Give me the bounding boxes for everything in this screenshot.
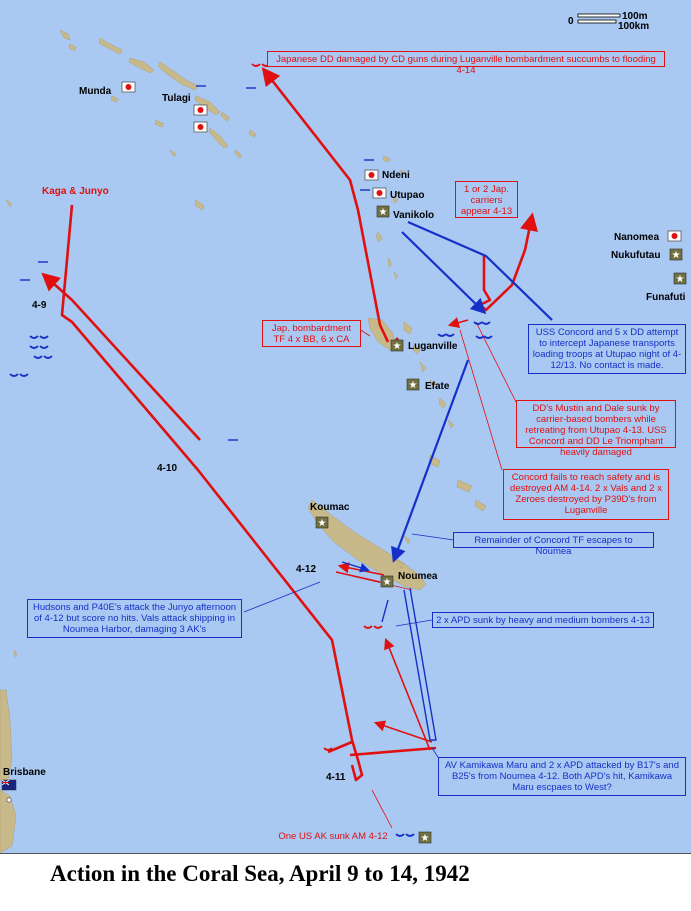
note-concord-destroyed: Concord fails to reach safety and is des… <box>503 469 669 520</box>
track-label-4-12: 4-12 <box>296 564 316 575</box>
svg-text:★: ★ <box>676 274 685 285</box>
track-label-4-11: 4-11 <box>326 772 346 783</box>
concord-track-retreat <box>401 231 487 315</box>
allied-tracks <box>391 220 553 563</box>
japanese-tracks <box>41 67 538 782</box>
place-nanomea: Nanomea <box>614 232 659 243</box>
track-label-4-9: 4-9 <box>32 300 47 311</box>
scale-bar: 0 100m 100km <box>568 11 649 32</box>
place-ndeni: Ndeni <box>382 170 410 181</box>
place-noumea: Noumea <box>398 571 438 582</box>
japan-flag-icon <box>193 104 208 116</box>
place-vanikolo: Vanikolo <box>393 210 434 221</box>
note-japanese-bombardment: Jap. bombardment TF 4 x BB, 6 x CA <box>262 320 361 347</box>
japan-flag-icon <box>372 187 387 199</box>
allied-star-icon: ★ <box>673 272 687 285</box>
japan-flag-icon <box>364 169 379 181</box>
scale-zero: 0 <box>568 16 574 27</box>
return-track <box>349 746 437 757</box>
svg-text:★: ★ <box>379 207 388 218</box>
place-luganville: Luganville <box>408 341 458 352</box>
land-masses <box>0 29 487 854</box>
japan-flag-icon <box>121 81 136 93</box>
note-us-ak-sunk: One US AK sunk AM 4-12 <box>278 831 388 842</box>
scale-label-mi: 100m <box>622 11 648 22</box>
kaga-junyo-track-north <box>71 299 201 441</box>
title-bar: Action in the Coral Sea, April 9 to 14, … <box>0 853 691 911</box>
place-brisbane: Brisbane <box>3 767 46 778</box>
note-apd-sunk: 2 x APD sunk by heavy and medium bombers… <box>432 612 654 628</box>
svg-text:★: ★ <box>393 341 402 352</box>
map-title: Action in the Coral Sea, April 9 to 14, … <box>50 861 470 886</box>
allied-star-icon: ★ <box>418 831 432 844</box>
svg-text:★: ★ <box>318 518 327 529</box>
kaga-junyo-return <box>327 740 353 754</box>
allied-star-icon: ★ <box>380 575 394 588</box>
note-concord-remainder: Remainder of Concord TF escapes to Noume… <box>453 532 654 557</box>
svg-text:★: ★ <box>421 833 430 844</box>
place-tulagi: Tulagi <box>162 93 191 104</box>
allied-star-icon: ★ <box>406 378 420 391</box>
note-mustin-dale-sunk: DD's Mustin and Dale sunk by carrier-bas… <box>516 400 676 458</box>
note-hudsons-p40e-attack: Hudsons and P40E's attack the Junyo afte… <box>27 599 242 638</box>
brisbane-dot-icon <box>6 797 12 803</box>
note-concord-intercept-attempt: USS Concord and 5 x DD attempt to interc… <box>528 324 686 374</box>
note-kamikawa-maru: AV Kamikawa Maru and 2 x APD attacked by… <box>438 757 686 796</box>
kaga-junyo-track-branch <box>41 272 73 301</box>
japan-flag-icon <box>193 121 208 133</box>
note-carriers-appear: 1 or 2 Jap. carriers appear 4-13 <box>455 181 518 218</box>
place-utupao: Utupao <box>390 190 424 201</box>
place-funafuti: Funafuti <box>646 292 686 303</box>
svg-text:★: ★ <box>383 577 392 588</box>
kaga-junyo-track <box>60 204 364 782</box>
japan-flag-icon <box>667 230 682 242</box>
concord-track-in <box>407 220 553 321</box>
allied-star-icon: ★ <box>315 516 329 529</box>
bombardment-track <box>261 67 390 343</box>
place-efate: Efate <box>425 381 450 392</box>
allied-thin-tracks <box>341 561 437 741</box>
place-koumac: Koumac <box>310 502 350 513</box>
note-japanese-dd-flooding: Japanese DD damaged by CD guns during Lu… <box>267 51 665 76</box>
small-unit-dashes <box>20 85 374 441</box>
australia-flag-icon <box>1 779 17 791</box>
svg-text:★: ★ <box>672 250 681 261</box>
track-label-kaga-junyo: Kaga & Junyo <box>42 186 109 197</box>
allied-star-icon: ★ <box>376 205 390 218</box>
allied-star-icon: ★ <box>390 339 404 352</box>
allied-unit-markers <box>9 321 493 837</box>
track-label-4-10: 4-10 <box>157 463 177 474</box>
allied-star-icon: ★ <box>669 248 683 261</box>
scale-label-km: 100km <box>618 21 649 32</box>
concord-track-south <box>391 359 470 563</box>
place-munda: Munda <box>79 86 112 97</box>
place-nukufutau: Nukufutau <box>611 250 660 261</box>
svg-text:★: ★ <box>409 380 418 391</box>
